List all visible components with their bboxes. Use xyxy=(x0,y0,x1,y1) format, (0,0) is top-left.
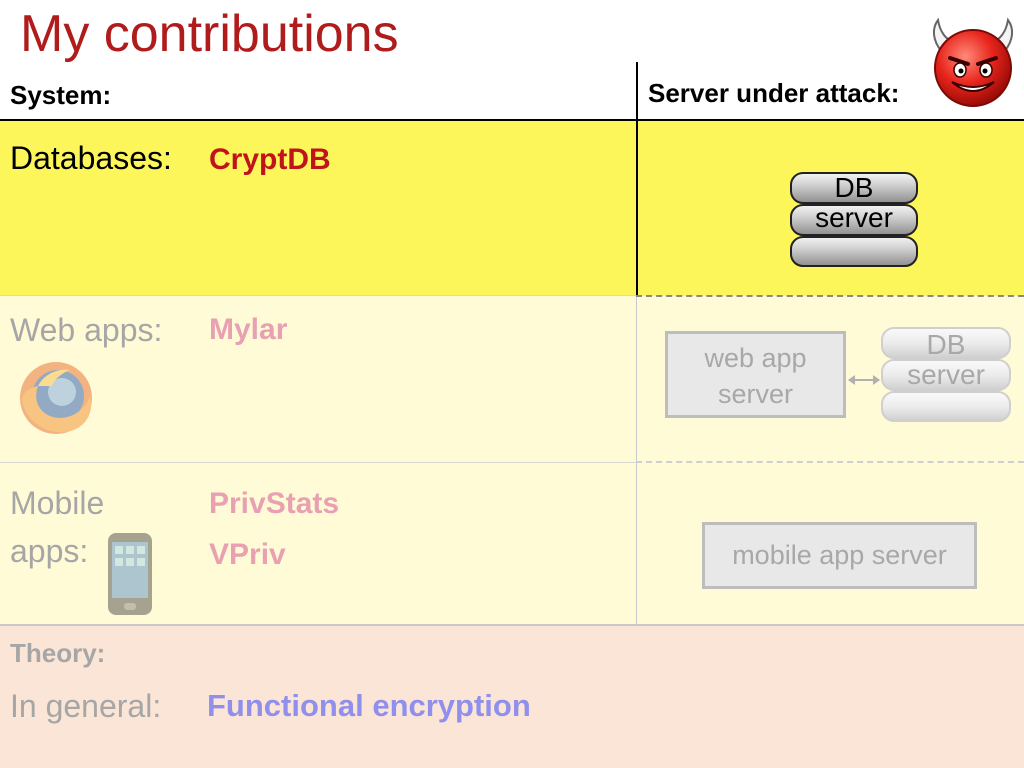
theory-heading: Theory: xyxy=(10,638,106,668)
row-label-in-general: In general: xyxy=(10,688,162,724)
web-app-server-box: web app server xyxy=(665,331,846,418)
system-functional-encryption: Functional encryption xyxy=(207,688,531,723)
system-cryptdb: CryptDB xyxy=(209,143,331,176)
theory-divider xyxy=(0,624,1024,626)
server-column-header: Server under attack: xyxy=(648,78,900,108)
firefox-icon xyxy=(20,362,92,434)
database-icon xyxy=(790,172,918,267)
mobile-app-server-box: mobile app server xyxy=(702,522,977,589)
column-divider xyxy=(636,62,638,297)
database-icon-faded xyxy=(881,327,1011,422)
theory-section xyxy=(0,625,1024,768)
row-divider-dashed xyxy=(636,295,1024,297)
double-arrow-icon xyxy=(848,375,880,385)
row-divider xyxy=(0,462,636,463)
db-server-label-faded: DB server xyxy=(907,329,985,390)
slide-title: My contributions xyxy=(20,5,399,63)
devil-icon xyxy=(932,17,1014,107)
system-column-header: System: xyxy=(10,80,112,110)
row-label-mobile-apps: Mobile apps: xyxy=(10,485,105,569)
row-divider xyxy=(0,295,636,296)
system-mylar: Mylar xyxy=(209,313,288,346)
db-server-label: DB server xyxy=(815,172,893,233)
system-privstats: PrivStats xyxy=(209,487,340,520)
system-vpriv: VPriv xyxy=(209,538,286,571)
row-label-web-apps: Web apps: xyxy=(10,312,163,348)
phone-icon xyxy=(108,533,152,615)
row-divider-dashed xyxy=(636,461,1024,463)
row-label-databases: Databases: xyxy=(10,140,172,176)
header-divider xyxy=(0,119,1024,121)
